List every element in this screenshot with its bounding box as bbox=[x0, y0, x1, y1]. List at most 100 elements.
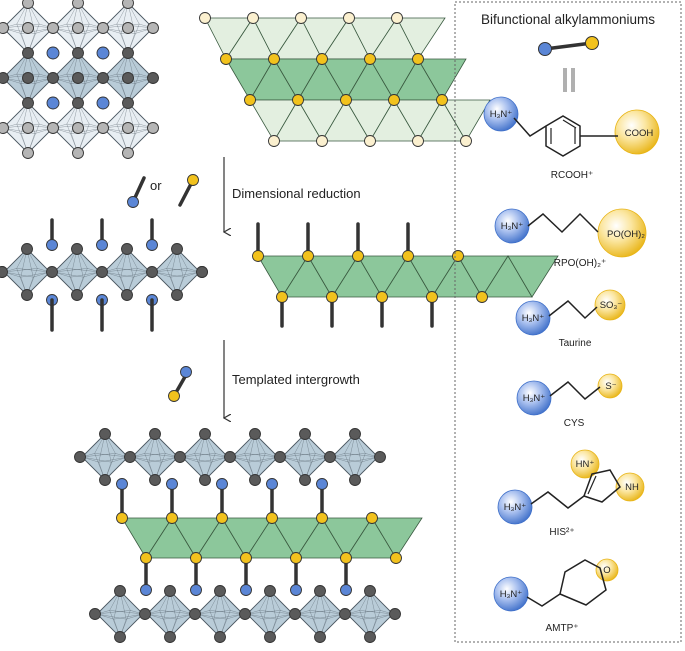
lattice-node bbox=[220, 53, 232, 65]
octahedron-edge bbox=[116, 73, 154, 79]
bridging-node bbox=[174, 451, 186, 463]
lattice-node bbox=[316, 135, 328, 147]
bridging-node bbox=[224, 451, 236, 463]
apical-halide-node bbox=[264, 631, 276, 643]
lattice-node bbox=[295, 12, 307, 24]
ammonium-head bbox=[316, 478, 328, 490]
end-group-label-2: NH bbox=[625, 482, 639, 493]
octahedron-edge bbox=[96, 610, 131, 615]
octahedron-edge bbox=[148, 456, 179, 463]
amine-group-label: H₃N⁺ bbox=[490, 109, 513, 120]
lattice-node bbox=[268, 53, 280, 65]
bridging-node bbox=[74, 451, 86, 463]
metal-node bbox=[22, 122, 34, 134]
ammonium-head bbox=[140, 584, 152, 596]
halide-node bbox=[22, 147, 34, 159]
strip-node bbox=[290, 552, 302, 564]
octahedron-edge bbox=[96, 613, 127, 620]
molecule-taurine: H₃N⁺ SO₃⁻ Taurine bbox=[515, 289, 626, 349]
apical-halide-node bbox=[121, 289, 133, 301]
apical-halide-node bbox=[349, 428, 361, 440]
octahedron-edge bbox=[3, 271, 34, 278]
bridging-node bbox=[89, 608, 101, 620]
strip-triangle bbox=[507, 255, 559, 298]
octahedron-edge bbox=[16, 73, 54, 79]
molecule-rpooh2: H₃N⁺ PO(OH)₂ RPO(OH)₂⁺ bbox=[494, 208, 647, 269]
apical-halide-node bbox=[264, 585, 276, 597]
metal-node bbox=[47, 22, 59, 34]
intergrown-heterostructure bbox=[74, 428, 423, 643]
a-site-cation bbox=[46, 96, 60, 110]
apical-halide-node bbox=[121, 243, 133, 255]
strip-node bbox=[352, 250, 364, 262]
octahedron bbox=[196, 590, 244, 638]
octahedron-edge bbox=[94, 453, 129, 458]
apical-halide-node bbox=[99, 474, 111, 486]
octahedron-edge bbox=[52, 73, 90, 79]
lattice-triangle bbox=[396, 17, 446, 60]
lattice-node bbox=[199, 12, 211, 24]
metal-node bbox=[72, 122, 84, 134]
octahedron-edge bbox=[116, 123, 154, 129]
ammonium-end-icon bbox=[538, 42, 552, 56]
amine-group-label: H₃N⁺ bbox=[501, 221, 524, 232]
octahedron-edge bbox=[131, 453, 166, 458]
yellow-end-icon bbox=[187, 174, 199, 186]
ammonium-head bbox=[266, 478, 278, 490]
a-site-cation bbox=[96, 46, 110, 60]
strip-node bbox=[190, 552, 202, 564]
apical-halide-node bbox=[199, 428, 211, 440]
octahedron-edge bbox=[52, 123, 90, 129]
perovskite-3d-network bbox=[0, 0, 159, 159]
octahedron-edge bbox=[53, 268, 88, 273]
octahedron-edge bbox=[196, 613, 227, 620]
octahedron-edge bbox=[81, 453, 116, 458]
octahedron-edge bbox=[246, 610, 281, 615]
triangular-strip-with-ligands bbox=[252, 222, 559, 328]
triangular-lattice-top bbox=[199, 12, 491, 147]
halide-node bbox=[122, 147, 134, 159]
ammonium-head bbox=[146, 239, 158, 251]
strip-node bbox=[216, 512, 228, 524]
octahedron-edge bbox=[66, 123, 104, 129]
ammonium-head bbox=[46, 239, 58, 251]
lattice-node bbox=[412, 135, 424, 147]
ammonium-head bbox=[340, 584, 352, 596]
strip-node bbox=[166, 512, 178, 524]
strip-node bbox=[340, 552, 352, 564]
molecule-amtp: H₃N⁺ O AMTP⁺ bbox=[493, 558, 619, 634]
octahedron-edge bbox=[209, 610, 244, 615]
metal-node bbox=[122, 122, 134, 134]
octahedron-edge bbox=[309, 610, 344, 615]
octahedron-edge bbox=[281, 456, 312, 463]
bridging-node bbox=[46, 266, 58, 278]
metal-node bbox=[0, 72, 9, 84]
lattice-node bbox=[292, 94, 304, 106]
octahedron bbox=[346, 590, 394, 638]
halide-node bbox=[22, 47, 34, 59]
metal-node bbox=[22, 72, 34, 84]
metal-node bbox=[147, 72, 159, 84]
octahedron-edge bbox=[331, 456, 362, 463]
apical-halide-node bbox=[299, 428, 311, 440]
octahedron-edge bbox=[166, 268, 201, 273]
strip-node bbox=[476, 291, 488, 303]
panel-title: Bifunctional alkylammoniums bbox=[481, 12, 655, 27]
octahedron-edge bbox=[53, 271, 84, 278]
lattice-node bbox=[268, 135, 280, 147]
lattice-triangle bbox=[441, 99, 491, 142]
octahedron-edge bbox=[103, 268, 138, 273]
octahedron-edge bbox=[66, 23, 104, 29]
amine-group-label: H₃N⁺ bbox=[523, 393, 546, 404]
apical-halide-node bbox=[99, 428, 111, 440]
apical-halide-node bbox=[149, 474, 161, 486]
octahedron-edge bbox=[2, 123, 40, 129]
molecule-name: RCOOH⁺ bbox=[551, 170, 594, 181]
metal-node bbox=[47, 122, 59, 134]
apical-halide-node bbox=[364, 585, 376, 597]
octahedron bbox=[103, 248, 151, 296]
end-group-label: S⁻ bbox=[605, 381, 616, 392]
bridging-node bbox=[389, 608, 401, 620]
bridging-node bbox=[324, 451, 336, 463]
octahedron-edge bbox=[144, 453, 179, 458]
